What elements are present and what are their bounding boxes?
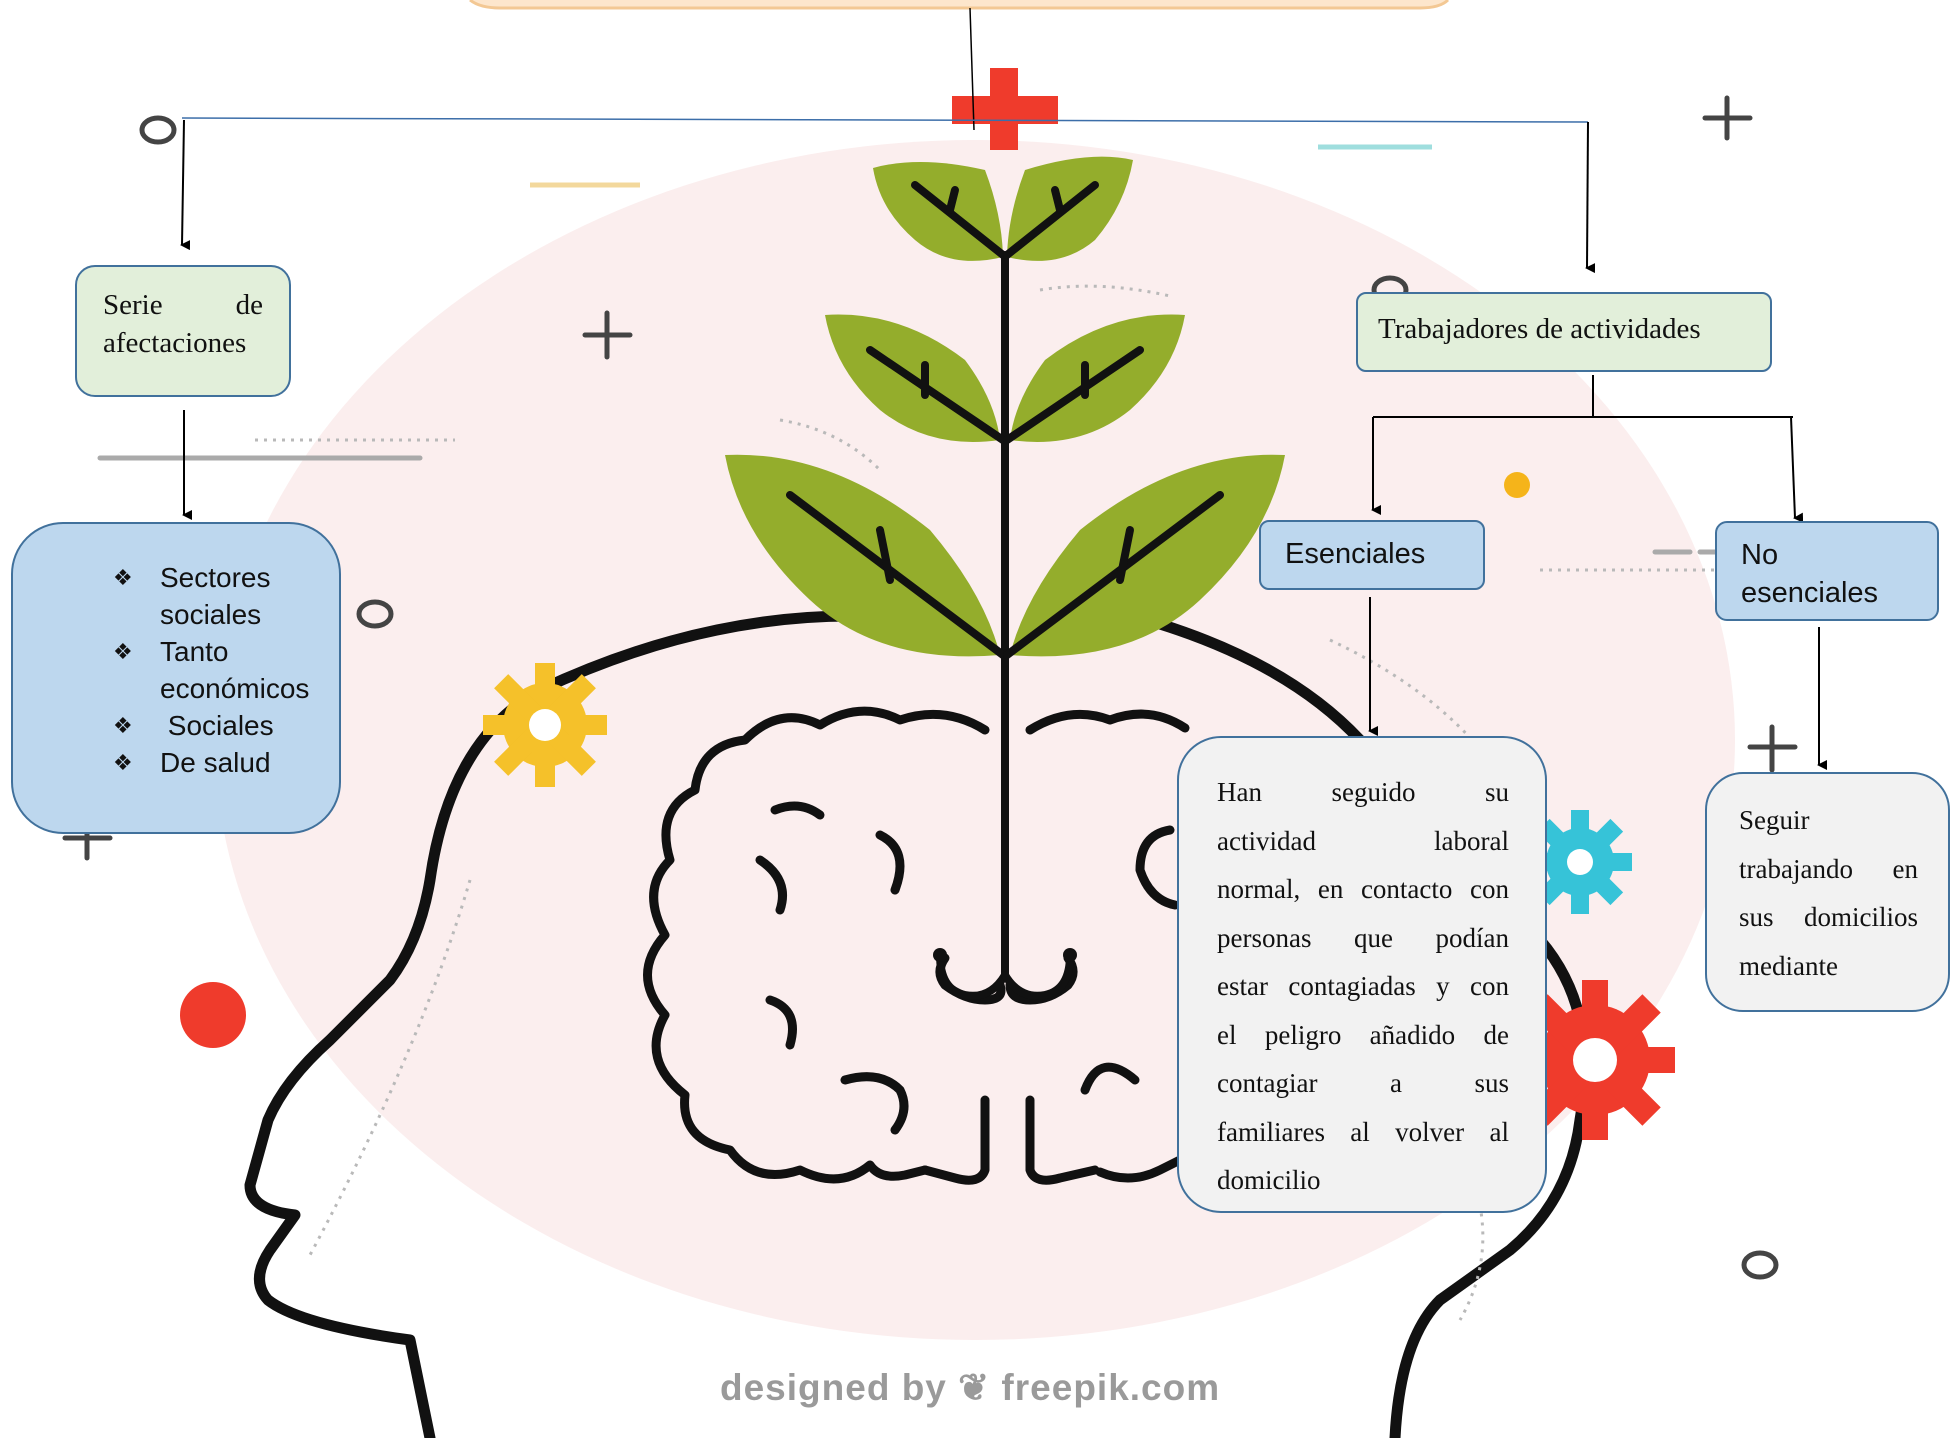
red-dot: [180, 982, 246, 1048]
title-box-edge: [469, 0, 1450, 10]
list-item: ❖De salud: [113, 744, 319, 781]
top-branch-line: [181, 117, 1589, 123]
desc-line: mediante: [1739, 950, 1838, 981]
desc-line: Han seguido su: [1217, 777, 1509, 807]
node-serie-de-afectaciones: Serie de afectaciones: [75, 265, 291, 397]
node-no-esenciales-label: No esenciales: [1741, 539, 1879, 609]
node-esenciales: Esenciales: [1259, 520, 1485, 590]
freepik-watermark: designed by ❦ freepik.com: [720, 1367, 1221, 1408]
arrow-to-no-esenciales: [1790, 416, 1804, 523]
desc-line: actividad laboral: [1217, 825, 1509, 856]
desc-line: normal, en contacto con: [1217, 874, 1509, 904]
desc-line: trabajando en: [1739, 853, 1918, 884]
node-trabajadores-label: Trabajadores de actividades: [1378, 313, 1701, 345]
node-no-esenciales: No esenciales: [1715, 521, 1939, 621]
list-item: ❖Sectores sociales: [113, 559, 319, 633]
bullet-diamond-icon: ❖: [113, 750, 133, 775]
desc-line: personas que podían: [1217, 922, 1509, 953]
desc-line: familiares al volver al: [1217, 1116, 1509, 1147]
plant-icon: [725, 156, 1285, 1000]
bullet-diamond-icon: ❖: [113, 713, 133, 738]
desc-line: domicilio: [1217, 1165, 1321, 1195]
arrow-to-trabajadores: [1585, 121, 1596, 274]
node-sectores-list: ❖Sectores sociales ❖Tanto económicos ❖ S…: [11, 522, 341, 834]
desc-line: estar contagiadas y con: [1217, 971, 1509, 1001]
desc-line: Seguir: [1739, 805, 1810, 835]
gear-icon: [483, 663, 1675, 1140]
list-item: ❖Tanto económicos: [113, 633, 319, 707]
title-stem: [969, 7, 975, 131]
desc-line: contagiar a sus: [1217, 1068, 1509, 1098]
node-esenciales-label: Esenciales: [1285, 538, 1426, 570]
sectores-bullet-list: ❖Sectores sociales ❖Tanto económicos ❖ S…: [113, 559, 319, 781]
node-trabajadores-de-actividades: Trabajadores de actividades: [1356, 292, 1772, 372]
plus-marks: [62, 95, 1798, 861]
node-afectaciones-label: Serie de afectaciones: [103, 289, 263, 359]
medical-cross-icon: [952, 68, 1058, 150]
head-outline-icon: [244, 610, 1591, 1438]
bullet-diamond-icon: ❖: [113, 639, 133, 664]
desc-line: sus domicilios: [1739, 902, 1918, 932]
brain-icon: [643, 706, 1190, 1185]
list-item: ❖ Sociales: [113, 707, 319, 744]
bullet-diamond-icon: ❖: [113, 565, 133, 590]
node-no-esenciales-description: Seguir trabajando en sus domicilios medi…: [1705, 772, 1950, 1012]
node-esenciales-description: Han seguido su actividad laboral normal,…: [1177, 736, 1547, 1213]
arrow-to-afectaciones: [180, 119, 191, 251]
desc-line: el peligro añadido de: [1217, 1019, 1509, 1050]
